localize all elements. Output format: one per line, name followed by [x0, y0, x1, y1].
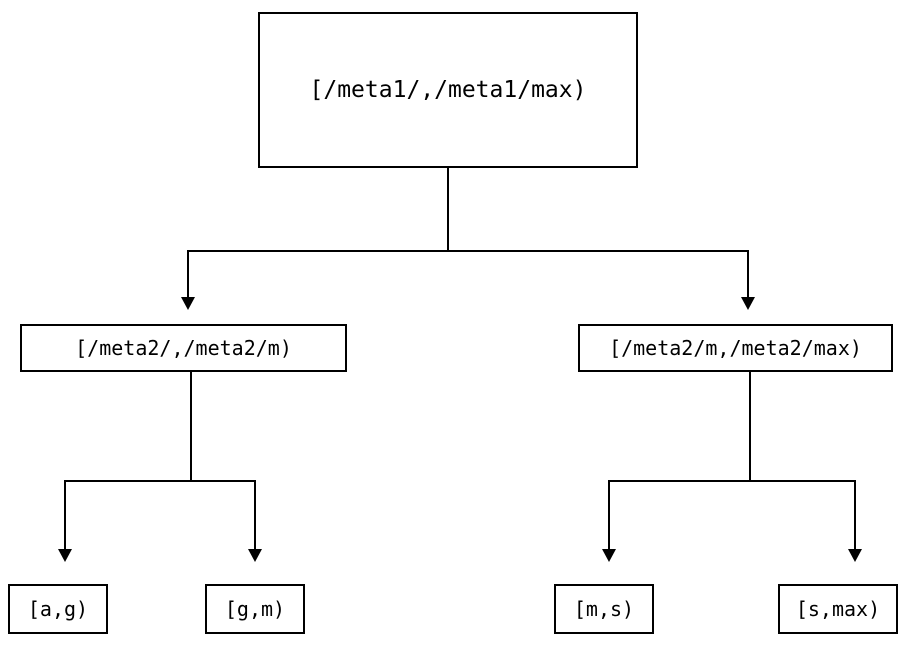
node-leaf-2[interactable]: [g,m): [205, 584, 305, 634]
edge-root-to-mid-left-drop: [187, 250, 189, 300]
edge-mid-right-crossbar: [608, 480, 856, 482]
arrowhead-mid-right-to-leaf-4: [848, 549, 862, 562]
node-leaf-2-label: [g,m): [224, 597, 286, 621]
arrowhead-mid-left-to-leaf-1: [58, 549, 72, 562]
edge-mid-left-stem: [190, 372, 192, 482]
edge-mid-right-to-leaf-4-drop: [854, 480, 856, 552]
edge-mid-left-crossbar: [64, 480, 256, 482]
arrowhead-root-to-mid-left: [181, 297, 195, 310]
node-root[interactable]: [/meta1/,/meta1/max): [258, 12, 638, 168]
node-leaf-3-label: [m,s): [573, 597, 635, 621]
node-leaf-4-label: [s,max): [795, 597, 881, 621]
edge-root-stem: [447, 168, 449, 252]
node-leaf-3[interactable]: [m,s): [554, 584, 654, 634]
edge-mid-left-to-leaf-2-drop: [254, 480, 256, 552]
arrowhead-mid-right-to-leaf-3: [602, 549, 616, 562]
node-leaf-1[interactable]: [a,g): [8, 584, 108, 634]
node-leaf-4[interactable]: [s,max): [778, 584, 898, 634]
node-mid-right-label: [/meta2/m,/meta2/max): [609, 336, 862, 360]
arrowhead-mid-left-to-leaf-2: [248, 549, 262, 562]
node-mid-right[interactable]: [/meta2/m,/meta2/max): [578, 324, 893, 372]
node-root-label: [/meta1/,/meta1/max): [309, 77, 587, 103]
edge-root-to-mid-right-drop: [747, 250, 749, 300]
edge-root-crossbar: [187, 250, 749, 252]
node-mid-left-label: [/meta2/,/meta2/m): [75, 336, 292, 360]
edge-mid-right-stem: [749, 372, 751, 482]
node-leaf-1-label: [a,g): [27, 597, 89, 621]
arrowhead-root-to-mid-right: [741, 297, 755, 310]
edge-mid-left-to-leaf-1-drop: [64, 480, 66, 552]
node-mid-left[interactable]: [/meta2/,/meta2/m): [20, 324, 347, 372]
edge-mid-right-to-leaf-3-drop: [608, 480, 610, 552]
